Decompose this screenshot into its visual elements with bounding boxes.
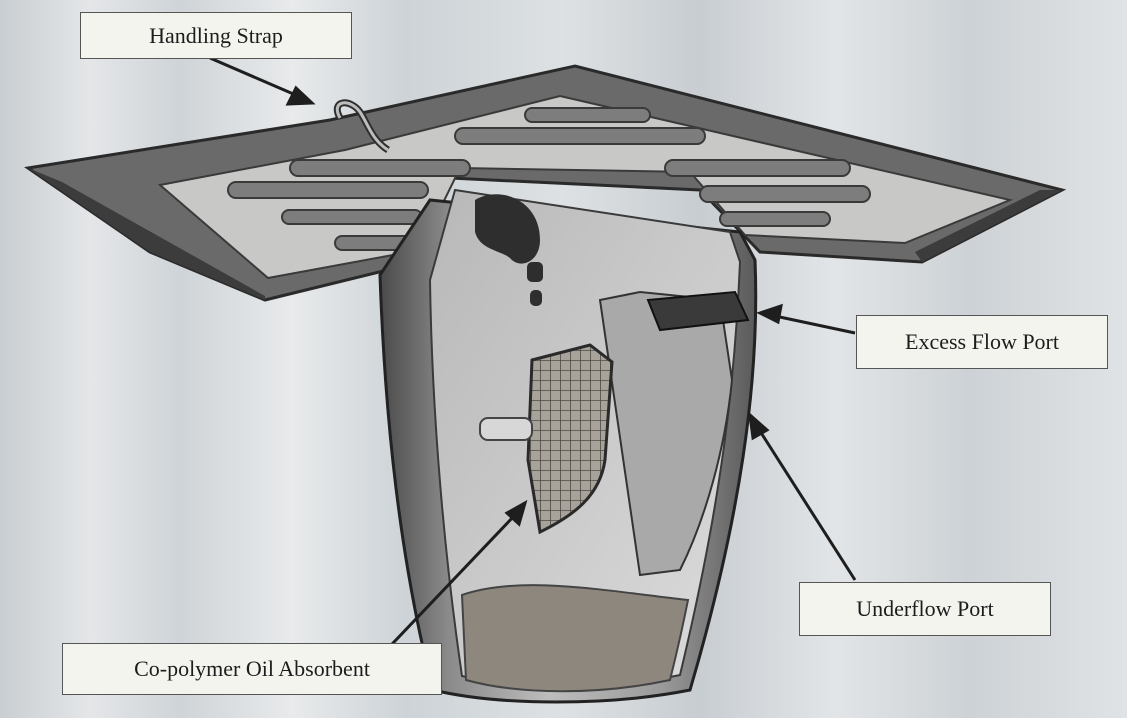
handling-strap-label: Handling Strap [80, 12, 352, 59]
filter-basket [380, 190, 756, 702]
copolymer-absorbent-label: Co-polymer Oil Absorbent [62, 643, 442, 695]
excess-flow-port-label: Excess Flow Port [856, 315, 1108, 369]
underflow-port-label: Underflow Port [799, 582, 1051, 636]
